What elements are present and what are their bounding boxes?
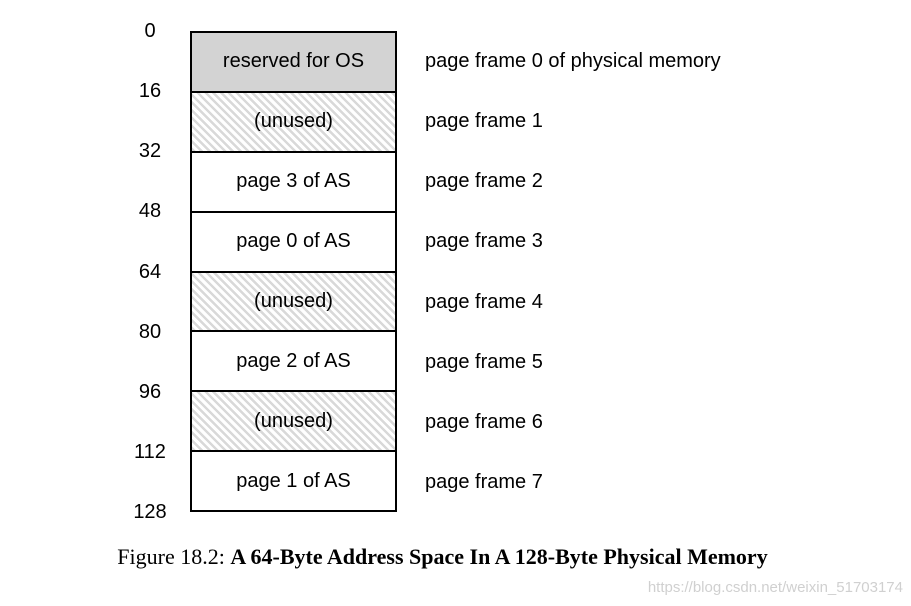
- address-label-8: 128: [133, 501, 167, 523]
- address-label-6: 96: [138, 380, 162, 403]
- frame-label-0: page frame 0 of physical memory: [425, 50, 721, 72]
- memory-frame-content: (unused): [254, 110, 333, 133]
- address-label-0: 0: [144, 20, 156, 42]
- memory-frame-4: (unused): [192, 272, 395, 333]
- frame-label-1: page frame 1: [425, 110, 543, 133]
- frame-label-6: page frame 6: [425, 410, 543, 433]
- memory-frame-1: (unused): [192, 92, 395, 153]
- memory-frame-content: page 0 of AS: [236, 230, 351, 253]
- memory-frame-7: page 1 of AS: [192, 452, 395, 510]
- memory-frame-2: page 3 of AS: [192, 152, 395, 213]
- memory-frame-content: (unused): [254, 409, 333, 432]
- address-label-1: 16: [138, 80, 162, 103]
- memory-frame-5: page 2 of AS: [192, 332, 395, 393]
- address-label-5: 80: [138, 320, 162, 343]
- memory-frame-content: page 3 of AS: [236, 170, 351, 193]
- figure-caption: Figure 18.2: A 64-Byte Address Space In …: [0, 544, 885, 570]
- frame-label-7: page frame 7: [425, 470, 543, 493]
- memory-frame-content: reserved for OS: [222, 50, 365, 73]
- memory-frame-content: page 1 of AS: [236, 469, 351, 492]
- figure-caption-prefix: Figure 18.2:: [117, 544, 231, 569]
- address-label-4: 64: [138, 260, 162, 283]
- memory-frame-0: reserved for OS: [192, 33, 395, 93]
- memory-frame-content: page 2 of AS: [236, 349, 351, 372]
- memory-frame-content: (unused): [254, 289, 333, 312]
- frame-label-2: page frame 2: [425, 170, 543, 193]
- memory-frame-6: (unused): [192, 392, 395, 453]
- address-label-7: 112: [134, 440, 166, 463]
- physical-memory-box: reserved for OS (unused) page 3 of AS page …: [190, 31, 397, 512]
- frame-label-5: page frame 5: [425, 350, 543, 373]
- address-label-3: 48: [138, 200, 162, 223]
- address-label-2: 32: [138, 140, 162, 163]
- watermark-url: https://blog.csdn.net/weixin_51703174: [647, 579, 903, 596]
- frame-label-3: page frame 3: [425, 230, 543, 253]
- memory-frame-3: page 0 of AS: [192, 212, 395, 273]
- figure-caption-title: A 64-Byte Address Space In A 128-Byte Ph…: [230, 544, 768, 569]
- frame-label-4: page frame 4: [425, 290, 543, 313]
